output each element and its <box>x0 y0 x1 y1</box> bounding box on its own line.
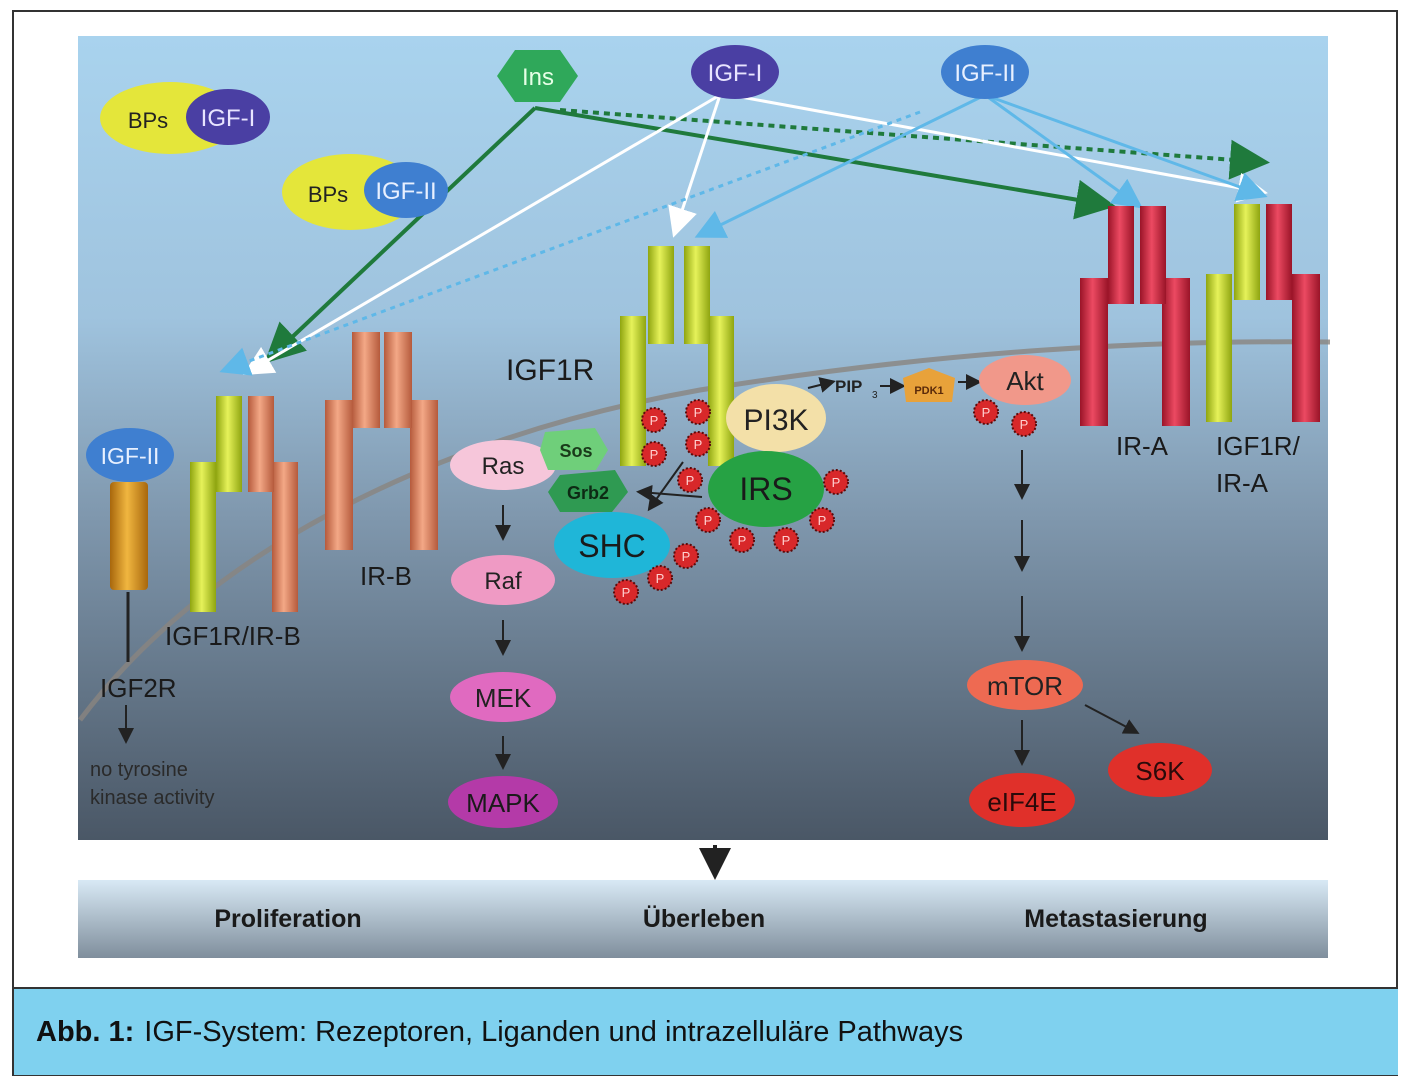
ira-receptor: IR-A <box>1080 206 1190 461</box>
bp-label: BPs <box>128 108 168 133</box>
igf1r-ira-label-line1: IGF1R/ <box>1216 431 1301 461</box>
irb-label: IR-B <box>360 561 412 591</box>
phospho-label: P <box>650 447 659 462</box>
phospho-label: P <box>982 405 991 420</box>
igf1r-receptor: IGF1R <box>506 246 734 466</box>
bp-ligand-label: IGF-II <box>375 178 436 205</box>
irb-receptor: IR-B <box>325 332 438 591</box>
phospho-label: P <box>738 533 747 548</box>
phospho-label: P <box>656 571 665 586</box>
phospho-site: P <box>773 527 799 553</box>
ligand-igf2: IGF-II <box>941 45 1029 99</box>
pip3-subscript: 3 <box>872 390 878 401</box>
igf1-to-igf1r-irb-arrow <box>242 93 721 376</box>
pi3k-label: PI3K <box>743 404 808 437</box>
igf2r-label: IGF2R <box>100 673 177 703</box>
igf1r-ira-label-line2: IR-A <box>1216 468 1269 498</box>
grb2-label: Grb2 <box>567 483 609 503</box>
igf2-to-ira-arrow <box>984 93 1143 209</box>
phospho-label: P <box>686 473 695 488</box>
bp-label: BPs <box>308 182 348 207</box>
phospho-label: P <box>694 405 703 420</box>
bp-ligand-label: IGF-I <box>201 105 256 132</box>
ligand-ins: Ins <box>497 50 578 102</box>
shc-label: SHC <box>578 528 646 564</box>
igf2-to-igf1r-arrow <box>694 93 986 238</box>
igf2-to-igf1r-irb-dotted-arrow <box>219 110 921 376</box>
sos-label: Sos <box>559 441 592 461</box>
figure-caption: Abb. 1: IGF-System: Rezeptoren, Liganden… <box>14 987 1398 1075</box>
phospho-site: P <box>685 431 711 457</box>
ins-to-ira-arrow <box>534 106 1116 220</box>
cell-membrane <box>78 339 1331 722</box>
outcome-ueberleben: Überleben <box>643 904 765 933</box>
phospho-site: P <box>973 399 999 425</box>
akt-mtor-pathway: PIP 3 PDK1 Akt mTOR eIF4E S6K <box>807 355 1212 827</box>
bp-igf2-complex: BPs IGF-II <box>282 154 448 230</box>
phospho-label: P <box>832 475 841 490</box>
phospho-label: P <box>682 549 691 564</box>
ira-label: IR-A <box>1116 431 1169 461</box>
igf2r-ligand-label: IGF-II <box>101 443 160 469</box>
outcome-proliferation: Proliferation <box>214 905 361 933</box>
phospho-site: P <box>729 527 755 553</box>
irs-label: IRS <box>739 471 792 507</box>
phospho-label: P <box>622 585 631 600</box>
phospho-label: P <box>704 513 713 528</box>
phosphorylation-sites: P P P P P P P P P P P P P P P <box>613 399 1037 605</box>
pdk1-label: PDK1 <box>914 385 943 397</box>
raf-label: Raf <box>484 568 522 595</box>
igf1-label: IGF-I <box>708 60 763 87</box>
ligand-igf1: IGF-I <box>691 45 779 99</box>
caption-text: IGF-System: Rezeptoren, Liganden und int… <box>144 1015 964 1048</box>
igf2-to-hybrid-arrow <box>984 93 1268 201</box>
s6k-label: S6K <box>1135 756 1185 786</box>
mek-label: MEK <box>475 683 532 713</box>
igf1r-irb-label: IGF1R/IR-B <box>165 621 301 651</box>
pi3k-irs-complex: PI3K IRS <box>708 384 826 527</box>
igf1-to-igf1r-arrow <box>668 94 722 238</box>
igf1r-ira-receptor: IGF1R/ IR-A <box>1206 204 1320 498</box>
outcome-band <box>78 880 1328 958</box>
phospho-site: P <box>641 407 667 433</box>
phospho-label: P <box>782 533 791 548</box>
phospho-site: P <box>1011 411 1037 437</box>
phospho-site: P <box>641 441 667 467</box>
phospho-site: P <box>695 507 721 533</box>
outcome-metastasierung: Metastasierung <box>1024 905 1207 933</box>
phospho-site: P <box>647 565 673 591</box>
mapk-pathway: Ras Raf MEK MAPK <box>448 440 558 828</box>
phospho-site: P <box>673 543 699 569</box>
eif4e-label: eIF4E <box>987 787 1056 817</box>
igf2r-receptor: IGF-II IGF2R no tyrosine kinase activity <box>86 428 215 809</box>
igf2-label: IGF-II <box>954 60 1015 87</box>
igf1-to-hybrid-arrow <box>729 93 1268 203</box>
mtor-label: mTOR <box>987 671 1063 701</box>
phospho-site: P <box>809 507 835 533</box>
akt-label: Akt <box>1006 366 1044 396</box>
phospho-site: P <box>685 399 711 425</box>
mapk-label: MAPK <box>466 788 540 818</box>
igf2r-note-line1: no tyrosine <box>90 759 188 781</box>
ras-label: Ras <box>482 453 525 480</box>
phospho-label: P <box>818 513 827 528</box>
caption-label: Abb. 1: <box>36 1015 135 1048</box>
phospho-site: P <box>677 467 703 493</box>
igf2r-note-line2: kinase activity <box>90 787 215 809</box>
phospho-label: P <box>650 413 659 428</box>
phospho-label: P <box>1020 417 1029 432</box>
phospho-site: P <box>823 469 849 495</box>
phospho-label: P <box>694 437 703 452</box>
adaptor-complex: Sos Grb2 SHC <box>540 428 703 578</box>
phospho-site: P <box>613 579 639 605</box>
bp-igf1-complex: BPs IGF-I <box>100 82 270 154</box>
igf1r-irb-receptor: IGF1R/IR-B <box>165 396 301 651</box>
ins-to-irb-arrow <box>264 106 537 364</box>
igf1r-label: IGF1R <box>506 354 594 387</box>
pip3-label: PIP <box>835 377 862 396</box>
ins-label: Ins <box>522 64 554 91</box>
